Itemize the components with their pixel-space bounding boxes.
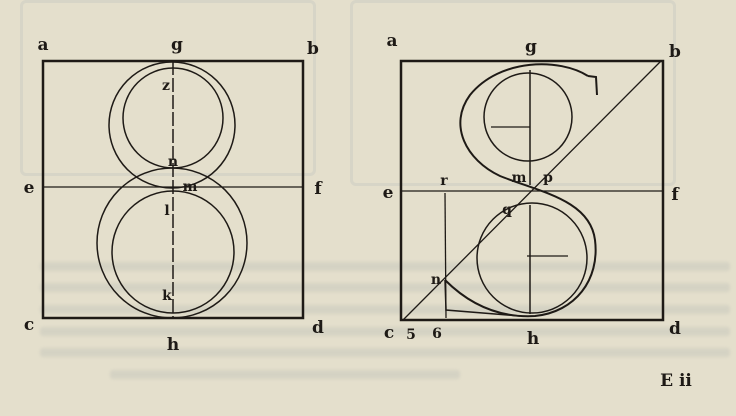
label-a: a — [37, 35, 48, 55]
label-c: c — [384, 323, 394, 343]
label-b: b — [307, 39, 319, 59]
label-q: q — [502, 202, 512, 218]
label-d: d — [312, 318, 324, 338]
label-a: a — [386, 31, 397, 51]
upper-bowl-inner — [483, 72, 573, 162]
bleed-through-line — [40, 327, 730, 336]
label-n: n — [431, 272, 441, 288]
bleed-through-line — [40, 283, 730, 292]
left-figure: a g b e f c h d z n m l k — [24, 35, 324, 355]
lower-inner-circle — [111, 190, 235, 314]
label-b: b — [669, 42, 681, 62]
bleed-through-frame — [20, 0, 316, 176]
bleed-through-line — [110, 370, 460, 379]
label-e: e — [383, 183, 394, 203]
label-e: e — [24, 178, 35, 198]
s-outer-stroke — [444, 63, 598, 318]
label-c: c — [24, 315, 34, 335]
label-k: k — [162, 288, 172, 304]
bleed-through-line — [40, 262, 730, 271]
s-tail — [444, 279, 521, 317]
label-p: p — [543, 170, 553, 186]
label-f: f — [314, 179, 323, 199]
label-m: m — [183, 179, 198, 195]
label-h: h — [167, 335, 179, 355]
label-r: r — [440, 173, 448, 189]
page-signature: E ii — [660, 371, 692, 391]
bleed-through-line — [40, 305, 730, 314]
right-figure: a g b e r m p f q n c 5 6 h d — [383, 31, 681, 349]
lower-bowl-inner — [476, 202, 588, 314]
label-m: m — [512, 170, 527, 186]
label-g: g — [525, 37, 537, 57]
lower-outer-circle — [96, 167, 248, 319]
label-6: 6 — [432, 326, 442, 342]
bleed-through-frame — [350, 0, 676, 186]
bleed-through-line — [40, 348, 730, 357]
label-h: h — [527, 329, 539, 349]
label-5: 5 — [406, 327, 416, 343]
label-z: z — [162, 78, 170, 94]
label-l: l — [164, 203, 169, 219]
upper-outer-circle — [108, 61, 236, 189]
label-n: n — [168, 154, 178, 170]
label-f: f — [671, 185, 680, 205]
label-d: d — [669, 319, 681, 339]
label-g: g — [171, 35, 183, 55]
